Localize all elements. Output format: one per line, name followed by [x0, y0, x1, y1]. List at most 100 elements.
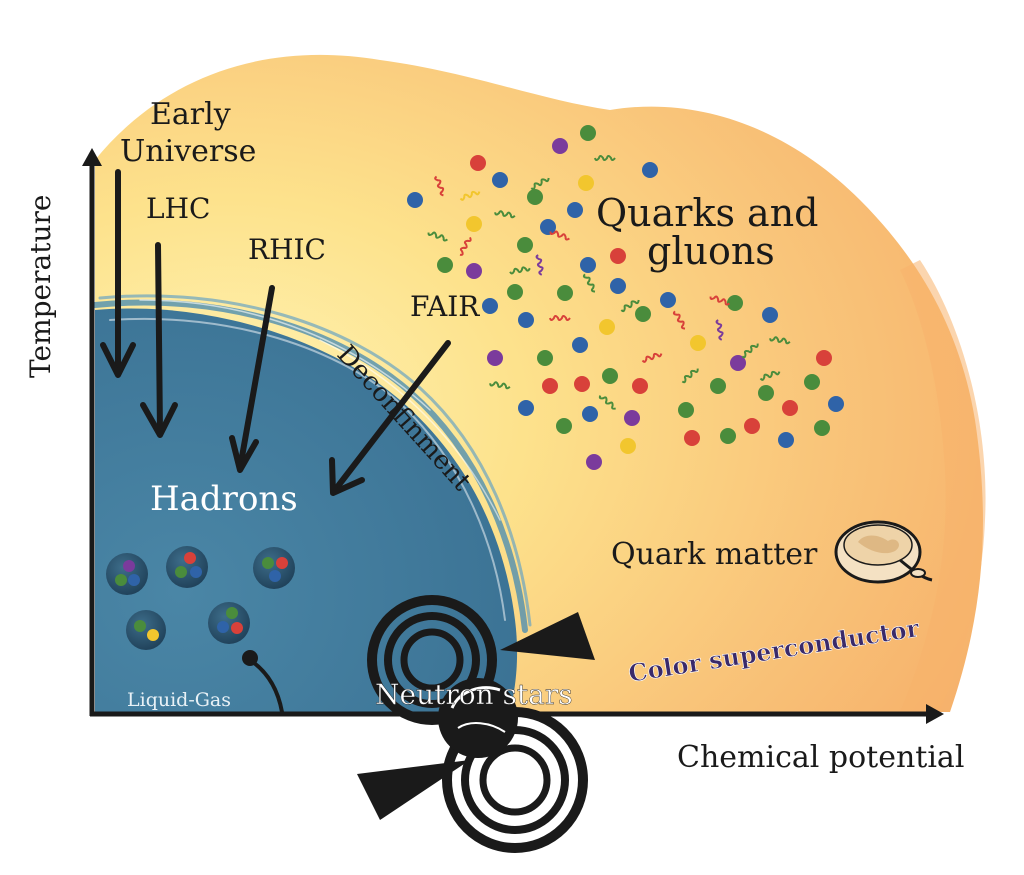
quarks-gluons-label-2: gluons	[647, 229, 775, 273]
hadron-ball	[166, 546, 208, 588]
quark-dot	[540, 219, 556, 235]
lhc-label: LHC	[146, 192, 210, 225]
x-axis-arrow-icon	[926, 704, 944, 724]
gluon-squiggle-icon	[427, 231, 448, 242]
gluon-squiggle-icon	[641, 352, 663, 363]
gluon-squiggle-icon	[535, 254, 544, 276]
quark-dot	[487, 350, 503, 366]
quark-dot	[828, 396, 844, 412]
quark-dot	[610, 248, 626, 264]
quark-dot	[552, 138, 568, 154]
quark-dot	[582, 406, 598, 422]
gluon-squiggle-icon	[459, 236, 472, 256]
quark-dot	[482, 298, 498, 314]
quark-dot	[470, 155, 486, 171]
quark-dot	[556, 418, 572, 434]
quark-dot	[518, 312, 534, 328]
quark-dot	[437, 257, 453, 273]
x-axis-label: Chemical potential	[677, 740, 964, 775]
quark-dot	[602, 368, 618, 384]
gluon-squiggle-icon	[620, 299, 640, 313]
early-universe-label-2: Universe	[120, 134, 256, 169]
quark-dot	[744, 418, 760, 434]
neutron-star-icon	[357, 595, 595, 853]
y-axis-arrow-icon	[82, 148, 102, 166]
rhic-label: RHIC	[248, 233, 326, 266]
y-axis-label: Temperature	[24, 195, 57, 378]
gluon-squiggle-icon	[530, 177, 550, 191]
quark-dot	[574, 376, 590, 392]
quark-dot	[635, 306, 651, 322]
fair-label: FAIR	[410, 290, 480, 323]
quark-dot	[466, 263, 482, 279]
rhic-arrow	[237, 285, 275, 471]
gluon-squiggle-icon	[549, 230, 570, 241]
gluon-squiggle-icon	[494, 210, 516, 219]
quark-dot	[642, 162, 658, 178]
gluon-squiggle-icon	[672, 310, 686, 330]
quark-dot	[492, 172, 508, 188]
gluon-squiggle-icon	[769, 336, 791, 345]
hadron-particles	[106, 546, 295, 650]
quark-dot	[599, 319, 615, 335]
hadron-phase-region	[95, 308, 518, 712]
quark-dot	[690, 335, 706, 351]
quark-dot	[804, 374, 820, 390]
quark-dot	[580, 125, 596, 141]
quark-dot	[730, 355, 746, 371]
gluon-squiggle-icon	[459, 190, 481, 201]
quark-dot	[720, 428, 736, 444]
gluon-squiggle-icon	[582, 273, 596, 293]
lhc-arrow	[155, 242, 163, 435]
quark-dot	[727, 295, 743, 311]
quark-dot	[610, 278, 626, 294]
quark-dot	[537, 350, 553, 366]
quark-dot	[578, 175, 594, 191]
quark-matter-bowl-icon	[834, 520, 933, 584]
quark-dot	[466, 216, 482, 232]
gluon-squiggle-icon	[681, 368, 699, 384]
quark-dot	[816, 350, 832, 366]
quark-dot	[632, 378, 648, 394]
quark-dot	[527, 189, 543, 205]
quark-dot	[518, 400, 534, 416]
quarks-gluons-label: Quarks and	[596, 191, 819, 235]
liquid-gas-label: Liquid-Gas	[127, 689, 231, 711]
quark-matter-label: Quark matter	[611, 537, 818, 572]
quark-dot	[567, 202, 583, 218]
quark-gluon-plasma	[407, 125, 844, 470]
quark-dot	[580, 257, 596, 273]
quark-dot	[407, 192, 423, 208]
quark-dot	[710, 378, 726, 394]
quark-dot	[778, 432, 794, 448]
gluon-squiggle-icon	[741, 343, 759, 359]
neutron-stars-label: Neutron stars	[375, 678, 573, 711]
hadron-ball	[253, 547, 295, 589]
hadron-ball	[208, 602, 250, 644]
quark-dot	[624, 410, 640, 426]
quark-dot	[660, 292, 676, 308]
quark-dot	[557, 285, 573, 301]
gluon-squiggle-icon	[594, 155, 616, 161]
gluon-squiggle-icon	[549, 315, 571, 321]
liquid-gas-critical-point	[242, 650, 258, 666]
quark-dot	[782, 400, 798, 416]
fair-arrow	[332, 340, 451, 493]
gluon-squiggle-icon	[715, 319, 724, 341]
quark-dot	[762, 307, 778, 323]
gluon-squiggle-icon	[434, 175, 445, 197]
gluon-squiggle-icon	[489, 381, 511, 390]
quark-dot	[586, 454, 602, 470]
quark-dot	[507, 284, 523, 300]
early-universe-label: Early	[150, 97, 231, 132]
quark-dot	[758, 385, 774, 401]
quark-dot	[678, 402, 694, 418]
quark-dot	[684, 430, 700, 446]
gluon-squiggle-icon	[709, 295, 730, 306]
hadron-ball	[126, 610, 166, 650]
quark-dot	[572, 337, 588, 353]
gluon-squiggle-icon	[509, 266, 531, 275]
gluon-squiggle-icon	[759, 370, 781, 381]
